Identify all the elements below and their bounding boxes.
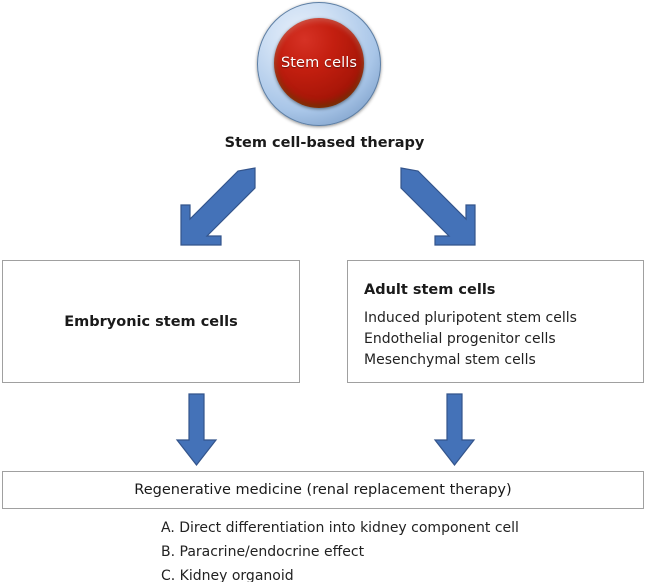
adult-stem-cell-list: Induced pluripotent stem cells Endotheli…: [364, 308, 577, 371]
page-title: Stem cell-based therapy: [224, 135, 425, 151]
stem-cell-node: Stem cells: [257, 2, 381, 126]
arrow-embryonic-to-outcome-icon: [175, 393, 218, 466]
stem-cell-label: Stem cells: [280, 55, 358, 71]
list-item: B. Paracrine/endocrine effect: [161, 544, 365, 560]
box-adult-stem-cells: Adult stem cells Induced pluripotent ste…: [347, 260, 644, 383]
arrow-to-adult-icon: [400, 167, 476, 246]
arrow-to-embryonic-icon: [180, 167, 256, 246]
arrow-adult-to-outcome-icon: [433, 393, 476, 466]
box-embryonic-stem-cells: Embryonic stem cells: [2, 260, 300, 383]
outcome-list: A. Direct differentiation into kidney co…: [161, 516, 519, 582]
list-item: A. Direct differentiation into kidney co…: [161, 520, 519, 536]
list-item: Induced pluripotent stem cells: [364, 310, 577, 326]
box-adult-heading: Adult stem cells: [364, 282, 496, 298]
cell-nucleus: Stem cells: [274, 18, 364, 108]
cell-outer-ring: [257, 2, 381, 126]
box-regenerative-medicine: Regenerative medicine (renal replacement…: [2, 471, 644, 509]
list-item: C. Kidney organoid: [161, 568, 294, 582]
list-item: Endothelial progenitor cells: [364, 331, 556, 347]
box-embryonic-heading: Embryonic stem cells: [64, 313, 238, 330]
regenerative-medicine-label: Regenerative medicine (renal replacement…: [134, 482, 512, 498]
list-item: Mesenchymal stem cells: [364, 352, 536, 368]
